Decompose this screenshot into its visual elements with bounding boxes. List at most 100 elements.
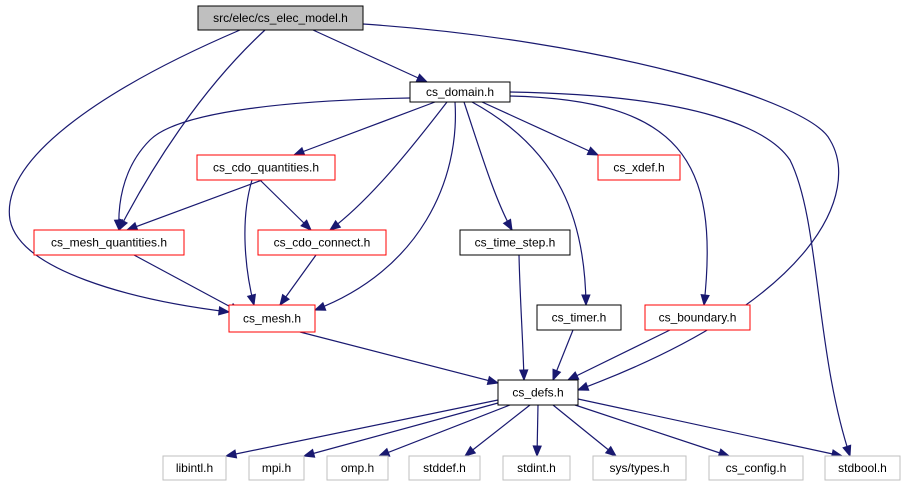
node-label: cs_time_step.h: [475, 236, 556, 250]
node-box: [597, 154, 681, 181]
arrowhead-cdo_connect-to-mesh: [279, 293, 290, 307]
node-label: cs_domain.h: [426, 85, 494, 99]
node-box: [497, 379, 579, 406]
edge-defs-to-mpi: [303, 402, 499, 457]
node-libintl[interactable]: libintl.h: [162, 455, 227, 481]
node-omp[interactable]: omp.h: [326, 455, 389, 481]
edge-domain-to-stdbool: [509, 91, 851, 457]
node-box: [824, 455, 901, 481]
arrowhead-domain-to-mesh: [313, 301, 327, 311]
node-label: stddef.h: [423, 461, 466, 475]
node-box: [502, 455, 571, 481]
node-label: cs_cdo_quantities.h: [213, 161, 319, 175]
edge-domain-to-boundary: [509, 95, 708, 306]
arrowhead-boundary-to-defs: [566, 371, 580, 381]
node-domain[interactable]: cs_domain.h: [409, 81, 511, 103]
edge-defs-to-stddef: [464, 404, 531, 457]
node-box: [33, 229, 185, 256]
arrowhead-domain-to-time_step: [502, 218, 513, 232]
arrowhead-elec_model-to-domain: [415, 73, 429, 83]
edge-defs-to-systypes: [552, 404, 617, 457]
node-label: stdint.h: [517, 461, 556, 475]
edge-elec_model-to-defs: [362, 23, 840, 391]
arrowhead-mesh-to-defs: [486, 375, 500, 385]
node-box: [197, 5, 364, 31]
edge-domain-to-cdo_quantities: [293, 101, 436, 156]
node-config[interactable]: cs_config.h: [708, 455, 804, 481]
arrowhead-defs-to-libintl: [224, 449, 238, 459]
node-box: [536, 304, 622, 331]
edge-domain-to-xdef: [481, 101, 599, 156]
node-label: omp.h: [341, 461, 374, 475]
node-mpi[interactable]: mpi.h: [248, 455, 305, 481]
nodes: src/elec/cs_elec_model.h cs_domain.h cs_cd…: [33, 5, 901, 481]
node-label: libintl.h: [176, 461, 213, 475]
arrowhead-domain-to-cdo_quantities: [292, 146, 306, 156]
node-cdo-quantities[interactable]: cs_cdo_quantities.h: [196, 154, 336, 181]
node-box: [459, 229, 571, 256]
node-box: [162, 455, 227, 481]
node-time-step[interactable]: cs_time_step.h: [459, 229, 571, 256]
node-box: [408, 455, 481, 481]
node-systypes[interactable]: sys/types.h: [592, 455, 687, 481]
node-stdint[interactable]: stdint.h: [502, 455, 571, 481]
node-label: src/elec/cs_elec_model.h: [213, 11, 348, 25]
edge-mesh-to-defs: [299, 331, 499, 384]
node-box: [644, 304, 751, 331]
node-label: cs_boundary.h: [659, 311, 737, 325]
node-label: sys/types.h: [609, 461, 669, 475]
node-box: [708, 455, 804, 481]
edge-time_step-to-defs: [518, 254, 525, 381]
arrowhead-time_step-to-defs: [519, 369, 529, 382]
arrowhead-defs-to-omp: [377, 447, 391, 457]
arrowhead-defs-to-mpi: [302, 448, 316, 458]
edge-mesh_quantities-to-mesh: [133, 254, 241, 313]
edge-domain-to-mesh_quantities: [118, 97, 411, 231]
node-label: cs_config.h: [726, 461, 787, 475]
node-elec-model[interactable]: src/elec/cs_elec_model.h: [197, 5, 364, 31]
arrowhead-cdo_quantities-to-mesh_quantities: [125, 221, 139, 231]
edge-cdo_quantities-to-cdo_connect: [259, 179, 312, 231]
edge-cdo_quantities-to-mesh: [244, 179, 255, 306]
node-timer[interactable]: cs_timer.h: [536, 304, 622, 331]
node-label: cs_defs.h: [512, 386, 563, 400]
node-label: mpi.h: [262, 461, 291, 475]
edge-domain-to-timer: [471, 101, 587, 306]
node-box: [248, 455, 305, 481]
node-box: [326, 455, 389, 481]
edge-domain-to-time_step: [463, 101, 513, 231]
arrowhead-elec_model-to-mesh: [218, 306, 231, 316]
arrowhead-domain-to-mesh_quantities: [113, 219, 124, 232]
node-stdbool[interactable]: stdbool.h: [824, 455, 901, 481]
arrowhead-domain-to-boundary: [700, 294, 710, 307]
edge-elec_model-to-mesh_quantities: [118, 29, 266, 231]
edge-elec_model-to-mesh: [8, 29, 241, 313]
node-label: cs_mesh_quantities.h: [51, 236, 167, 250]
edges: [8, 23, 852, 459]
node-box: [409, 81, 511, 103]
node-label: cs_cdo_connect.h: [274, 236, 371, 250]
edge-cdo_quantities-to-mesh_quantities: [126, 179, 263, 231]
arrowhead-domain-to-timer: [581, 294, 591, 307]
arrowhead-cdo_quantities-to-cdo_connect: [300, 219, 312, 231]
edge-domain-to-mesh: [314, 101, 457, 311]
node-defs[interactable]: cs_defs.h: [497, 379, 579, 406]
node-mesh-quantities[interactable]: cs_mesh_quantities.h: [33, 229, 185, 256]
edge-defs-to-config: [574, 404, 730, 457]
node-mesh[interactable]: cs_mesh.h: [228, 304, 316, 333]
node-stddef[interactable]: stddef.h: [408, 455, 481, 481]
node-label: cs_mesh.h: [243, 312, 301, 326]
node-label: cs_timer.h: [552, 311, 607, 325]
edge-domain-to-cdo_connect: [329, 101, 448, 231]
arrowhead-timer-to-defs: [552, 368, 562, 382]
node-box: [228, 304, 316, 333]
node-boundary[interactable]: cs_boundary.h: [644, 304, 751, 331]
arrowhead-domain-to-cdo_connect: [328, 219, 342, 231]
node-cdo-connect[interactable]: cs_cdo_connect.h: [257, 229, 387, 256]
arrowhead-domain-to-stdbool: [842, 444, 852, 458]
arrowhead-defs-to-stddef: [463, 445, 477, 457]
node-xdef[interactable]: cs_xdef.h: [597, 154, 681, 181]
arrowhead-elec_model-to-defs: [576, 381, 590, 391]
arrowhead-cdo_quantities-to-mesh: [246, 293, 256, 307]
